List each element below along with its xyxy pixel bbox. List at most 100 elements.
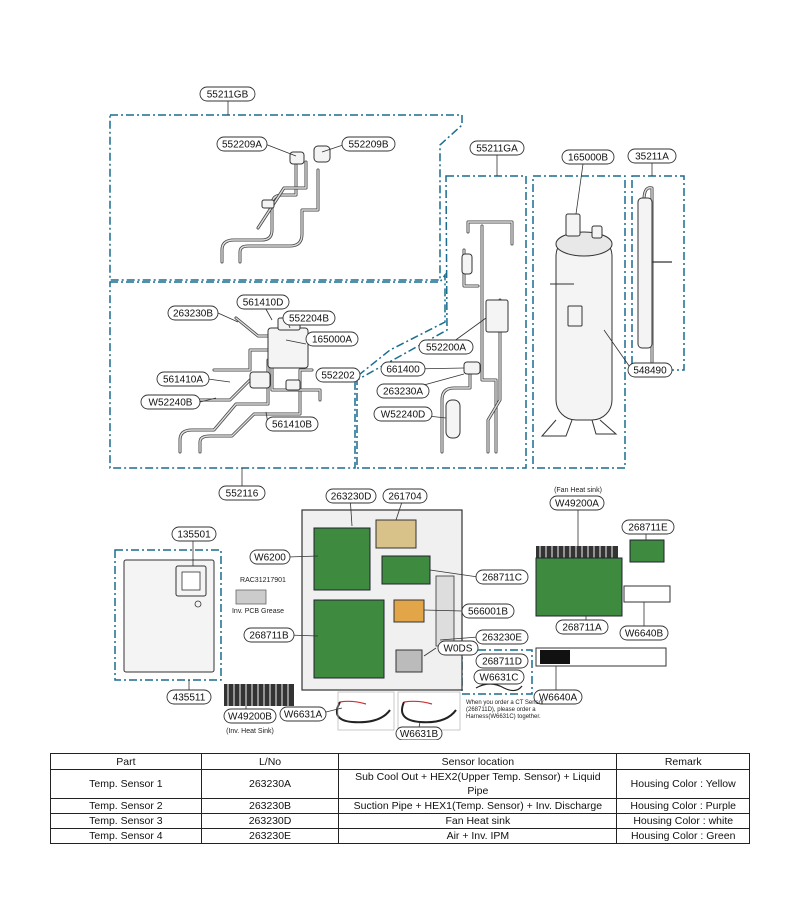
svg-text:261704: 261704 (388, 492, 422, 503)
label-165000A: 165000A (305, 331, 359, 347)
heat-sink-inverter-graphic (224, 684, 294, 706)
svg-text:W6631B: W6631B (400, 729, 439, 740)
note-ct-line-3: Harness(W6631C) together. (466, 714, 541, 720)
svg-text:268711A: 268711A (562, 623, 602, 634)
label-W49200A: W49200A (549, 495, 605, 511)
label-561410B: 561410B (265, 416, 319, 432)
label-W52240B: W52240B (140, 394, 201, 410)
svg-text:552202: 552202 (321, 371, 355, 382)
svg-text:661400: 661400 (386, 365, 420, 376)
svg-text:566001B: 566001B (468, 607, 508, 618)
label-268711C: 268711C (475, 569, 529, 585)
frame-ct-sensor (461, 649, 533, 695)
label-268711D: 268711D (475, 653, 529, 669)
svg-text:268711E: 268711E (628, 523, 668, 534)
svg-text:W6640A: W6640A (539, 693, 578, 704)
svg-text:W0DS: W0DS (444, 644, 473, 655)
svg-text:561410A: 561410A (163, 375, 203, 386)
svg-text:35211A: 35211A (635, 152, 669, 163)
header-location: Sensor location (338, 753, 618, 770)
note-fan-heat-sink: (Fan Heat sink) (554, 487, 602, 494)
label-W0DS: W0DS (437, 640, 479, 656)
cell-lno: 263230A (200, 769, 340, 799)
cell-location: Sub Cool Out + HEX2(Upper Temp. Sensor) … (338, 769, 618, 799)
cell-remark: Housing Color : Green (616, 828, 750, 844)
svg-text:263230B: 263230B (173, 309, 213, 320)
exploded-parts-diagram: 55211GB 552209A 552209B 55211GA 165000B … (109, 86, 685, 740)
frame-group (109, 114, 685, 695)
electrical-section (123, 509, 671, 731)
cell-remark: Housing Color : white (616, 813, 750, 829)
cell-location: Fan Heat sink (338, 813, 618, 829)
label-W6631B: W6631B (395, 726, 443, 740)
label-268711A: 268711A (555, 619, 609, 635)
cell-remark: Housing Color : Yellow (616, 769, 750, 799)
label-W52240D: W52240D (373, 406, 433, 422)
note-grease-label: Inv. PCB Grease (232, 608, 284, 615)
label-263230D: 263230D (325, 488, 377, 504)
frame-55211GB (109, 114, 463, 281)
svg-text:268711C: 268711C (482, 573, 522, 584)
pipe-assembly-top (220, 145, 331, 264)
label-268711E: 268711E (621, 519, 675, 535)
label-661400: 661400 (380, 361, 426, 377)
label-552209B: 552209B (341, 136, 396, 152)
label-W49200B: W49200B (223, 708, 277, 724)
cell-part: Temp. Sensor 3 (50, 813, 202, 829)
sensor-table: Part L/No Sensor location Remark Temp. S… (50, 753, 750, 844)
label-435511: 435511 (166, 689, 212, 705)
label-W6631A: W6631A (279, 706, 327, 722)
cell-lno: 263230E (200, 828, 340, 844)
svg-text:552209A: 552209A (222, 140, 262, 151)
svg-text:552116: 552116 (226, 489, 259, 500)
label-35211A: 35211A (627, 148, 677, 164)
label-135501: 135501 (171, 526, 217, 542)
svg-text:55211GB: 55211GB (207, 90, 249, 101)
svg-text:W6631C: W6631C (480, 673, 519, 684)
cell-location: Air + Inv. IPM (338, 828, 618, 844)
frame-55211GA (356, 175, 527, 469)
label-561410D: 561410D (236, 294, 290, 310)
svg-text:135501: 135501 (177, 530, 211, 541)
label-W6200: W6200 (249, 549, 291, 565)
svg-text:55211GA: 55211GA (476, 144, 518, 155)
cell-part: Temp. Sensor 1 (50, 769, 202, 799)
svg-text:W49200B: W49200B (228, 712, 272, 723)
label-165000B: 165000B (561, 149, 615, 165)
label-548490: 548490 (627, 362, 673, 378)
cell-remark: Housing Color : Purple (616, 798, 750, 814)
table-row: Temp. Sensor 1 263230A Sub Cool Out + HE… (50, 769, 750, 799)
pipe-assembly-55211GA (440, 220, 514, 454)
frame-cover (114, 549, 222, 681)
svg-text:W6640B: W6640B (625, 629, 664, 640)
pipe-assembly-lower-left (178, 316, 322, 454)
label-566001B: 566001B (461, 603, 515, 619)
header-lno: L/No (200, 753, 340, 770)
note-ct-line-2: (268711D), please order a (466, 707, 536, 713)
label-561410A: 561410A (156, 371, 210, 387)
label-552202: 552202 (315, 367, 361, 383)
svg-text:548490: 548490 (633, 366, 667, 377)
note-grease-code: RAC31217901 (240, 577, 286, 584)
label-55211GA: 55211GA (469, 140, 525, 156)
svg-text:552200A: 552200A (426, 343, 466, 354)
label-552200A: 552200A (418, 339, 474, 355)
label-263230B-top: 263230B (167, 305, 219, 321)
svg-text:W6631A: W6631A (284, 710, 323, 721)
header-part: Part (50, 753, 202, 770)
svg-text:552204B: 552204B (289, 314, 329, 325)
label-263230E: 263230E (475, 629, 529, 645)
svg-text:165000A: 165000A (312, 335, 352, 346)
svg-text:268711D: 268711D (482, 657, 522, 668)
svg-text:165000B: 165000B (568, 153, 608, 164)
heat-sink-fan-graphic (536, 546, 618, 558)
label-W6640B: W6640B (619, 625, 669, 641)
table-row: Temp. Sensor 2 263230B Suction Pipe + HE… (50, 798, 750, 814)
frame-lower-left (109, 272, 446, 469)
table-header-row: Part L/No Sensor location Remark (50, 753, 750, 770)
label-263230A: 263230A (376, 383, 430, 399)
note-inv-heat-sink: (Inv. Heat Sink) (226, 728, 274, 735)
cell-lno: 263230D (200, 813, 340, 829)
label-552204B: 552204B (282, 310, 336, 326)
compressor (540, 213, 618, 437)
